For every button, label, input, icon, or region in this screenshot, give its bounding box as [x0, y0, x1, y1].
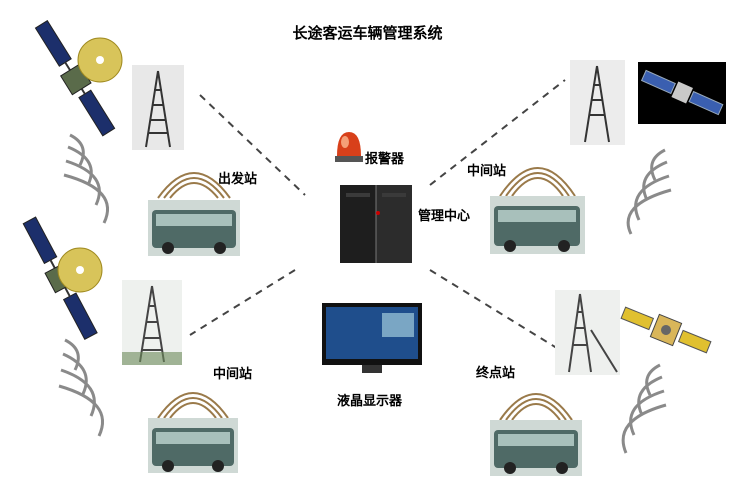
satellite-icon [22, 216, 103, 340]
bus-photo [490, 393, 582, 476]
radio-tower-icon [570, 60, 625, 145]
relay-station-bottom-label: 中间站 [213, 367, 253, 382]
link-relay-bottom [189, 269, 296, 336]
link-terminal [429, 269, 561, 351]
bus-photo [490, 167, 585, 254]
satellite-icon [34, 20, 123, 137]
radio-tower-icon [132, 65, 184, 150]
link-departure [199, 94, 306, 196]
alarm-label: 报警器 [365, 152, 405, 167]
satellite-icon [620, 306, 712, 354]
signal-wave-icon [58, 338, 105, 437]
signal-wave-icon [63, 133, 110, 224]
lcd-display-label: 液晶显示器 [337, 394, 403, 409]
radio-tower-icon [122, 280, 182, 365]
signal-wave-icon [621, 363, 667, 454]
bus-photo [148, 392, 238, 473]
radio-tower-icon [555, 290, 620, 375]
monitor-icon [322, 303, 422, 373]
terminal-station-label: 终点站 [476, 366, 516, 381]
signal-wave-icon [626, 148, 672, 235]
control-center-label: 管理中心 [418, 209, 471, 224]
diagram-title: 长途客运车辆管理系统 [292, 24, 443, 42]
alarm-light-icon [335, 132, 363, 162]
satellite-icon [638, 62, 726, 124]
relay-station-top-label: 中间站 [467, 164, 507, 179]
departure-station-label: 出发站 [218, 172, 258, 187]
bus-photo [148, 172, 240, 256]
server-cabinet-icon [340, 185, 412, 263]
link-relay-top [429, 79, 566, 186]
